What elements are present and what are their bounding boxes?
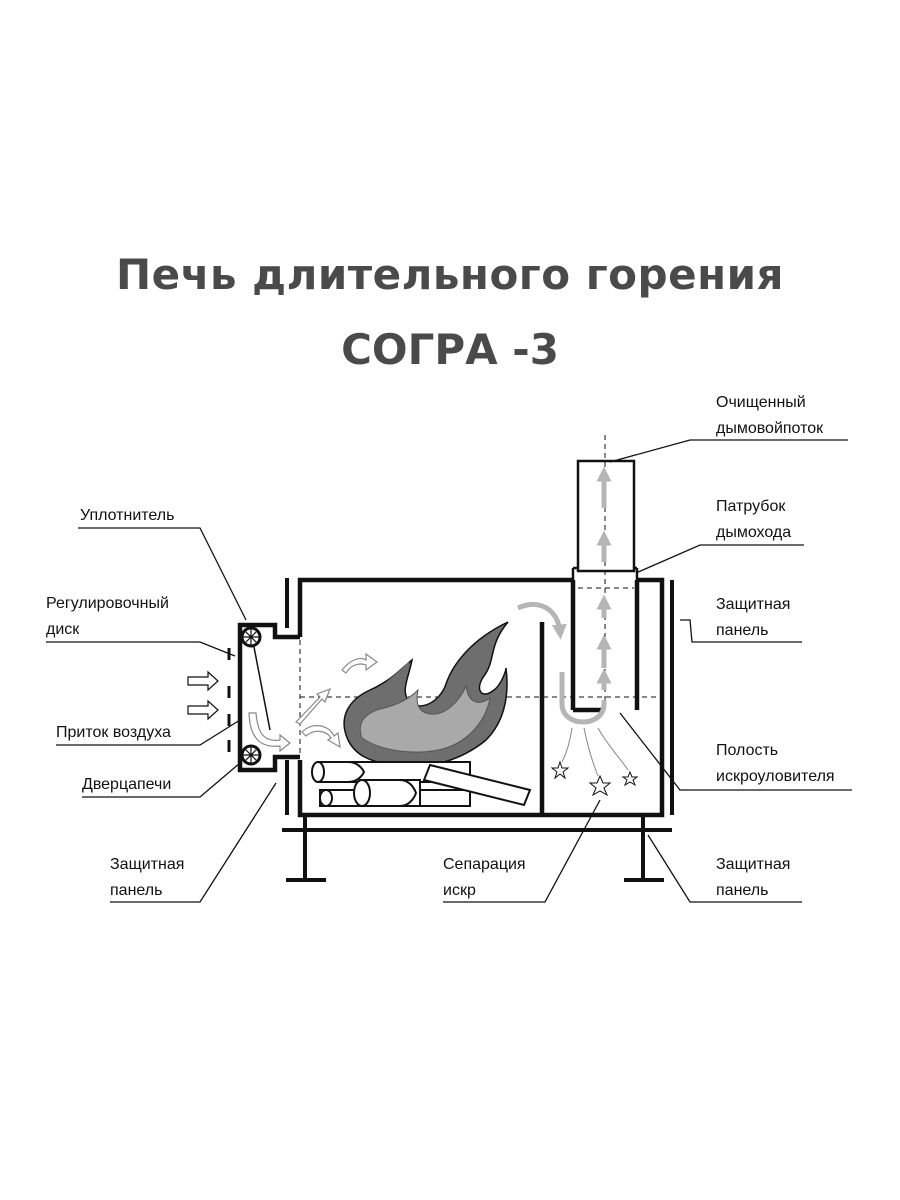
label-protect-panel-left-2: панель — [110, 882, 163, 899]
stove-legs — [286, 815, 664, 882]
inner-air-arrows — [248, 652, 379, 753]
label-spark-cavity-1: Полость — [716, 742, 779, 759]
air-inflow-arrows — [187, 670, 219, 721]
label-protect-panel-rt-1: Защитная — [716, 596, 791, 613]
flame — [343, 621, 509, 768]
label-stove-door: Дверцапечи — [82, 776, 172, 793]
chimney-pipe — [571, 459, 639, 585]
label-protect-panel-rt-2: панель — [716, 622, 769, 639]
label-spark-separation-1: Сепарация — [443, 856, 526, 873]
leader-lines — [46, 439, 852, 903]
label-protect-panel-rb-1: Защитная — [716, 856, 791, 873]
diagram-subtitle: СОГРА -3 — [341, 325, 559, 374]
spark-separation — [550, 727, 639, 797]
diagram-title: Печь длительного горения — [116, 250, 784, 299]
label-spark-cavity-2: искроуловителя — [716, 768, 835, 785]
label-protect-panel-rb-2: панель — [716, 882, 769, 899]
label-spark-separation-2: искр — [443, 882, 476, 899]
protective-panels — [282, 578, 674, 832]
label-protect-panel-left-1: Защитная — [110, 856, 185, 873]
stove-body — [237, 577, 665, 818]
label-clean-smoke-2: дымовойпоток — [716, 420, 824, 437]
label-sealant: Уплотнитель — [80, 507, 175, 524]
label-air-inflow: Приток воздуха — [56, 724, 171, 741]
flue-gas-arrows — [516, 466, 612, 725]
label-adjust-disc-1: Регулировочный — [46, 595, 169, 612]
logs — [311, 761, 532, 807]
label-adjust-disc-2: диск — [46, 621, 80, 638]
damper-line — [253, 646, 271, 731]
label-clean-smoke-1: Очищенный — [716, 394, 806, 411]
label-chimney-pipe-2: дымохода — [716, 524, 792, 541]
sealant-rings — [240, 626, 262, 766]
label-chimney-pipe-1: Патрубок — [716, 498, 786, 515]
